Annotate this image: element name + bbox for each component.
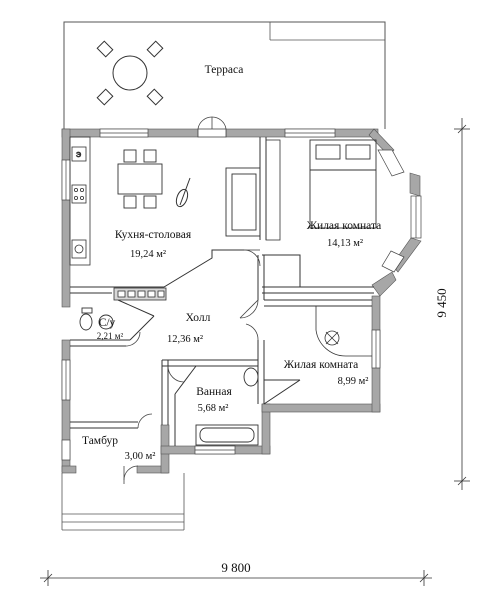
bathtub-icon [195,424,259,446]
room-name-bathroom: Ванная [196,386,232,398]
entrance-porch [61,473,185,531]
windows [61,128,422,461]
wc-sink-icon [98,314,114,330]
desk-icon [315,306,372,357]
interior-walls [70,137,374,446]
wardrobe-icon [265,139,281,241]
stove-icon [113,287,167,301]
room-area-bedroom: 14,13 м² [327,238,363,249]
terrace-table-icon [96,40,164,106]
room-area-vestibule: 3,00 м² [125,451,156,462]
height-dimension-label: 9 450 [434,288,449,317]
bed-icon [309,139,377,229]
bath-sink-icon [243,367,259,387]
room-labels: Терраса Кухня-столовая 19,24 м² Жилая ко… [82,64,381,462]
room-name-kitchen: Кухня-столовая [115,229,192,241]
interior-doors [123,249,261,484]
room-area-small-bedroom: 8,99 м² [338,376,369,387]
outer-walls [61,128,422,474]
width-dimension-label: 9 800 [221,560,250,575]
room-name-small-bedroom: Жилая комната [284,359,359,371]
room-area-hall: 12,36 м² [167,334,203,345]
room-name-hall: Холл [186,312,211,324]
room-name-wc: С/у [99,317,116,329]
dimension-height: 9 450 [434,118,470,490]
lamp-icon [175,177,191,208]
terrace-door [197,116,227,138]
room-area-wc: 2,21 м² [97,331,124,341]
terrace [63,21,386,129]
toilet-icon [79,307,93,331]
room-area-bathroom: 5,68 м² [198,403,229,414]
sofa-icon [225,167,261,237]
room-name-terrace: Терраса [205,64,244,76]
room-area-kitchen: 19,24 м² [130,249,166,260]
kitchen-counter: Э [69,136,91,266]
room-name-vestibule: Тамбур [82,435,118,447]
dining-table-icon [117,149,163,209]
appliance-label: Э [76,152,81,159]
dimension-width: 9 800 [40,560,432,586]
room-name-bedroom: Жилая комната [307,220,382,232]
